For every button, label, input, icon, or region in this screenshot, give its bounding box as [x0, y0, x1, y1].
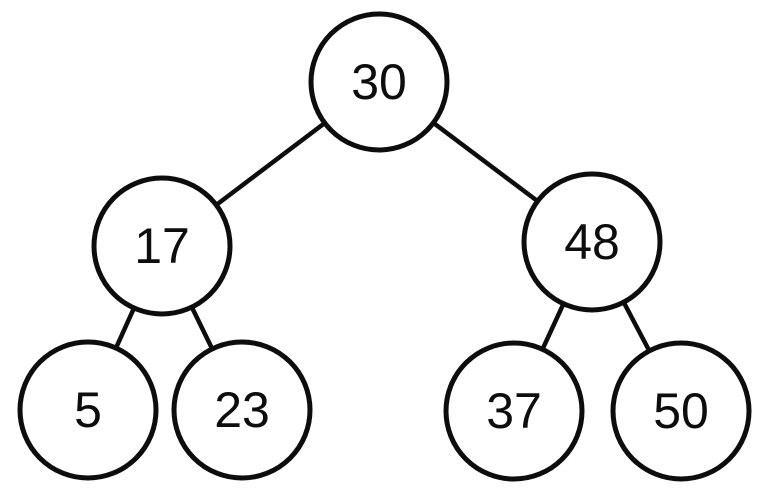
tree-node-right — [521, 171, 663, 313]
tree-node-value-right-right: 50 — [653, 383, 709, 439]
tree-node-value-root: 30 — [351, 54, 407, 110]
tree-node-value-left-right: 23 — [214, 382, 270, 438]
tree-node-value-right: 48 — [564, 214, 620, 270]
tree-node-right-right — [610, 340, 752, 482]
tree-node-left — [91, 175, 233, 317]
tree-node-left-right — [171, 339, 313, 481]
tree-node-value-right-left: 37 — [486, 383, 542, 439]
tree-node-right-left — [443, 340, 585, 482]
tree-node-root — [308, 11, 450, 153]
tree-node-value-left-left: 5 — [74, 382, 102, 438]
tree-node-value-left: 17 — [134, 218, 190, 274]
tree-node-left-left — [17, 339, 159, 481]
